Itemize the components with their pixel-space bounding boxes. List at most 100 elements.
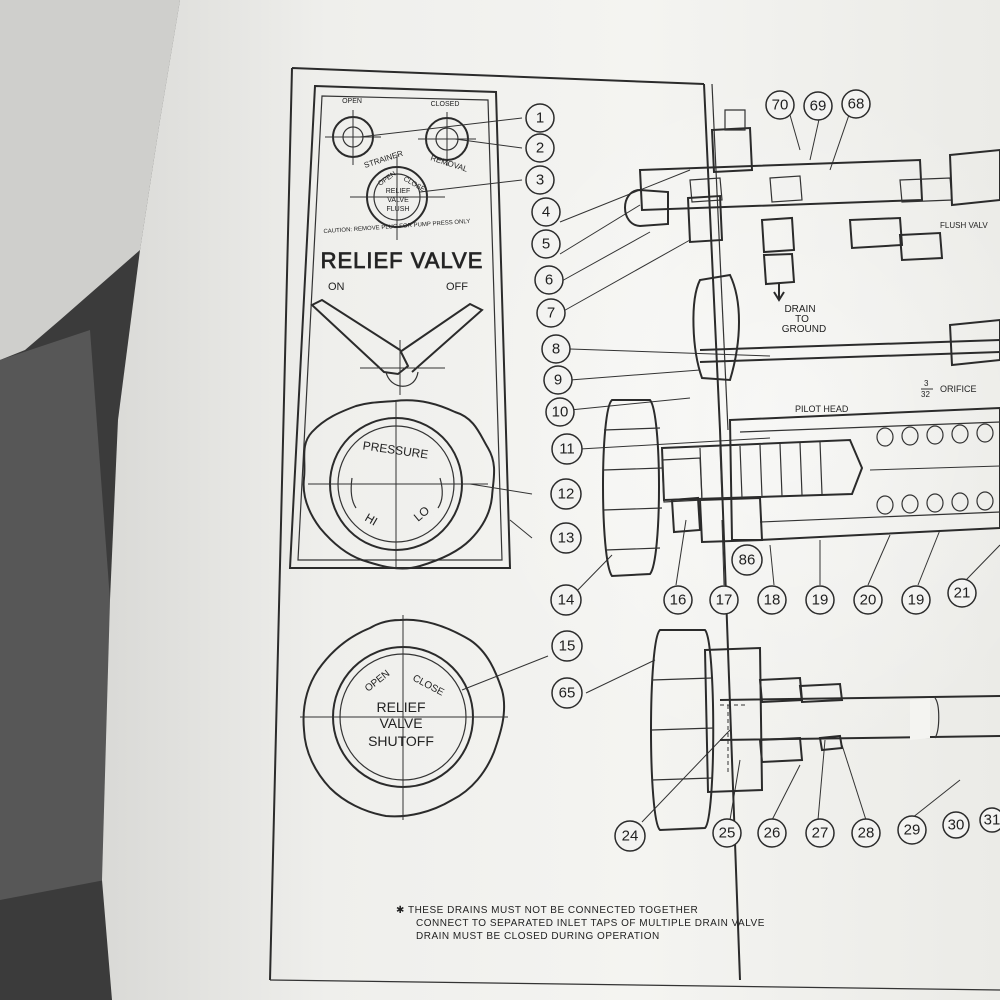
note-line-3: DRAIN MUST BE CLOSED DURING OPERATION — [416, 931, 660, 942]
callout-label: 4 — [542, 204, 550, 221]
drawing-border — [269, 67, 705, 981]
callout-19: 19 — [805, 585, 835, 615]
callout-13: 13 — [550, 522, 582, 554]
on-off-lever — [310, 298, 484, 395]
callout-label: 20 — [860, 592, 877, 609]
callout-label: 2 — [536, 140, 544, 157]
glare — [100, 0, 1000, 1000]
callout-27: 27 — [805, 818, 835, 848]
callout-30: 30 — [942, 811, 970, 839]
shutoff-relief: RELIEF — [376, 699, 425, 715]
callout-label: 30 — [948, 817, 965, 834]
callout-label: 25 — [719, 825, 736, 842]
callout-5: 5 — [531, 229, 561, 259]
lo-arrow — [437, 477, 443, 509]
callout-31: 31 — [979, 807, 1000, 833]
callout-label: 70 — [772, 97, 789, 114]
callout-12: 12 — [550, 478, 582, 510]
callout-3: 3 — [525, 165, 555, 195]
callout-label: 86 — [739, 552, 756, 569]
callout-19: 19 — [901, 585, 931, 615]
callout-14: 14 — [550, 584, 582, 616]
shutoff-shutoff: SHUTOFF — [368, 733, 434, 749]
callout-29: 29 — [897, 815, 927, 845]
callout-label: 15 — [559, 638, 576, 655]
flush-valve-label: FLUSH VALV — [940, 221, 988, 230]
callout-18: 18 — [757, 585, 787, 615]
callout-69: 69 — [803, 91, 833, 121]
drain-label-2: TO — [795, 314, 809, 325]
callout-11: 11 — [551, 433, 583, 465]
flush-dial-valve: VALVE — [387, 197, 409, 204]
callout-65: 65 — [551, 677, 583, 709]
callout-9: 9 — [543, 365, 573, 395]
drain-label-3: GROUND — [782, 324, 826, 335]
orifice-label: ORIFICE — [940, 384, 977, 394]
callout-8: 8 — [541, 334, 571, 364]
flush-dial-relief: RELIEF — [386, 188, 411, 195]
valve-assembly — [602, 83, 1000, 981]
callout-label: 10 — [552, 404, 569, 421]
callout-label: 26 — [764, 825, 781, 842]
callout-label: 14 — [558, 592, 575, 609]
callout-6: 6 — [534, 265, 564, 295]
callout-label: 28 — [858, 825, 875, 842]
callout-label: 65 — [559, 685, 576, 702]
callout-68: 68 — [841, 89, 871, 119]
open-port-label: OPEN — [342, 98, 362, 105]
flush-dial — [350, 155, 445, 240]
orifice-denominator: 32 — [921, 390, 930, 399]
callout-24: 24 — [614, 820, 646, 852]
callout-label: 19 — [812, 592, 829, 609]
callout-label: 27 — [812, 825, 829, 842]
callout-21: 21 — [947, 578, 977, 608]
on-label: ON — [328, 281, 345, 293]
callout-label: 13 — [558, 530, 575, 547]
note-line-2: CONNECT TO SEPARATED INLET TAPS OF MULTI… — [416, 918, 765, 929]
shutoff-valve: VALVE — [379, 715, 422, 731]
callout-label: 31 — [984, 812, 1000, 829]
callout-label: 6 — [545, 272, 553, 289]
callout-28: 28 — [851, 818, 881, 848]
callout-label: 5 — [542, 236, 550, 253]
closed-port-label: CLOSED — [431, 101, 460, 108]
callout-70: 70 — [765, 90, 795, 120]
callout-2: 2 — [525, 133, 555, 163]
callout-label: 18 — [764, 592, 781, 609]
callout-4: 4 — [531, 197, 561, 227]
note-line-1: ✱ THESE DRAINS MUST NOT BE CONNECTED TOG… — [396, 905, 698, 916]
callout-10: 10 — [545, 397, 575, 427]
callout-label: 68 — [848, 96, 865, 113]
callout-7: 7 — [536, 298, 566, 328]
callout-16: 16 — [663, 585, 693, 615]
callout-label: 12 — [558, 486, 575, 503]
shadow-region — [0, 330, 110, 900]
hi-arrow — [350, 477, 357, 509]
callout-25: 25 — [712, 818, 742, 848]
pilot-head-label: PILOT HEAD — [795, 404, 849, 414]
callout-label: 16 — [670, 592, 687, 609]
callout-label: 19 — [908, 592, 925, 609]
callout-26: 26 — [757, 818, 787, 848]
callout-label: 3 — [536, 172, 544, 189]
callout-17: 17 — [709, 585, 739, 615]
pressure-knob — [302, 399, 496, 570]
callout-label: 29 — [904, 822, 921, 839]
callout-1: 1 — [525, 103, 555, 133]
drain-label-1: DRAIN — [784, 304, 815, 315]
callout-label: 17 — [716, 592, 733, 609]
callout-label: 9 — [554, 372, 562, 389]
callout-label: 24 — [622, 828, 639, 845]
panel-title: RELIEF VALVE — [321, 248, 484, 273]
off-label: OFF — [446, 281, 468, 293]
orifice-numerator: 3 — [924, 379, 929, 388]
callout-label: 1 — [536, 110, 544, 127]
callout-15: 15 — [551, 630, 583, 662]
callout-label: 11 — [559, 441, 575, 458]
callout-label: 8 — [552, 341, 560, 358]
drawing-border-bottom — [269, 979, 1000, 991]
callout-label: 21 — [954, 585, 971, 602]
